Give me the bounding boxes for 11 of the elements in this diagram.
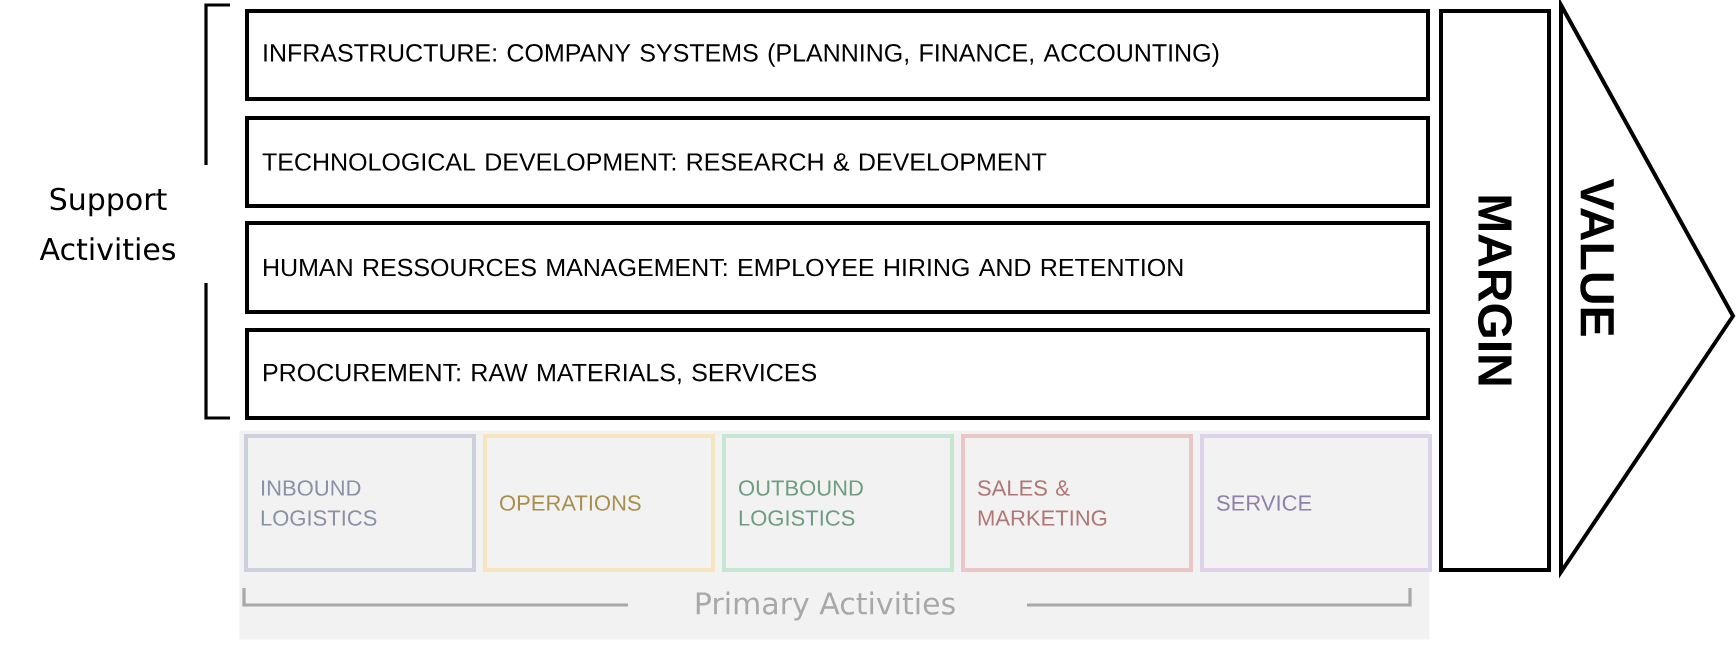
support-activity-box: PROCUREMENT: RAW MATERIALS, SERVICES (245, 328, 1430, 420)
primary-activity-box: SERVICE (1200, 434, 1432, 572)
bracket-label: Support Activities (39, 187, 175, 261)
primary-activity-box: INBOUND LOGISTICS (244, 434, 476, 572)
support-activity-box: TECHNOLOGICAL DEVELOPMENT: RESEARCH & DEVELOPMENT (245, 116, 1430, 208)
primary-activity-box: OUTBOUND LOGISTICS (722, 434, 954, 572)
primary-activity-box: OPERATIONS (483, 434, 715, 572)
primary-activity-box: SALES & MARKETING (961, 434, 1193, 572)
support-activity-box: INFRASTRUCTURE: COMPANY SYSTEMS (PLANNING, FINANCE, ACCOUNTING) (245, 9, 1430, 101)
margin-box: MARGIN (1439, 9, 1551, 572)
support-activity-box: HUMAN RESSOURCES MANAGEMENT: EMPLOYEE HIRING AND RETENTION (245, 221, 1430, 314)
